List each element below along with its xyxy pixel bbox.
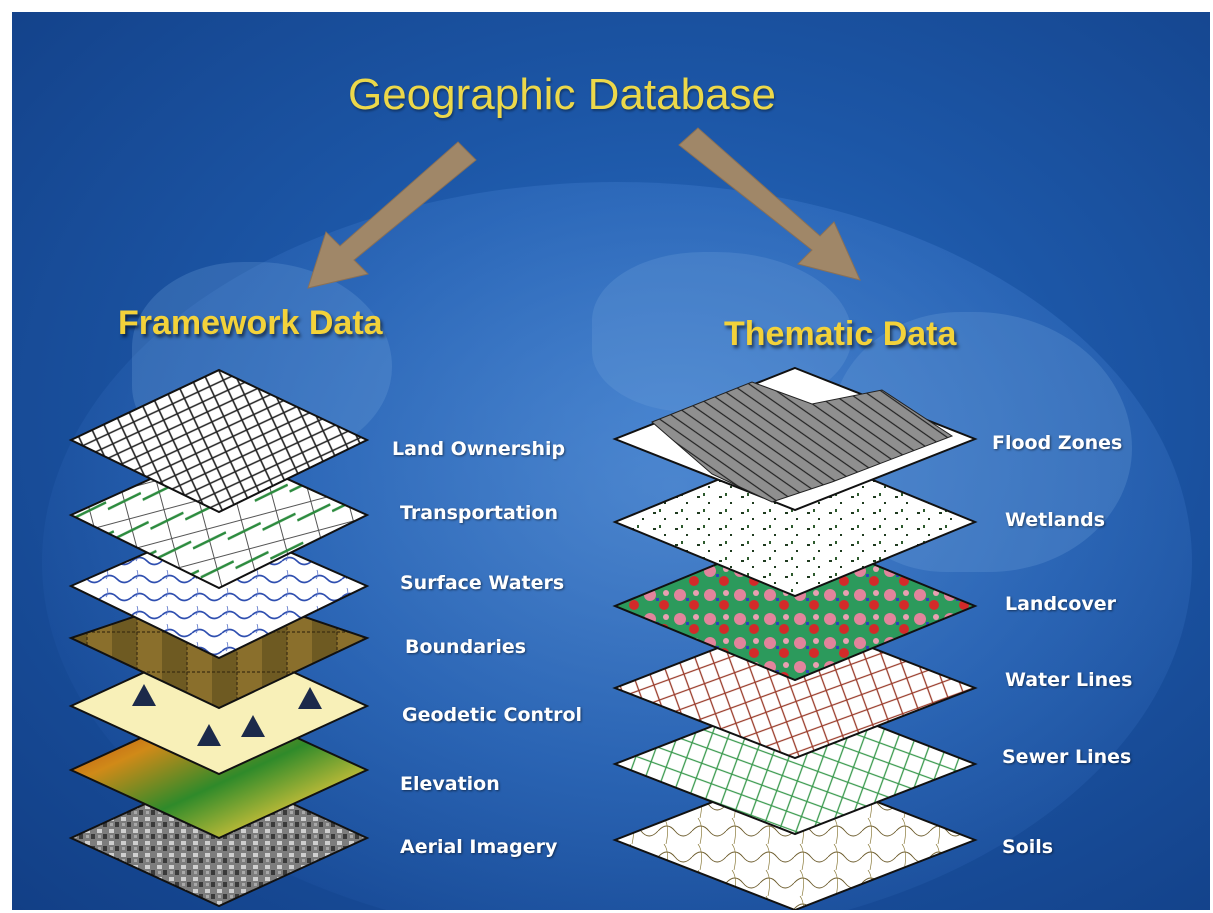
layer-sewer-lines: [612, 692, 978, 836]
arrow-to-framework: [307, 141, 477, 289]
geodetic-marker-icon: [241, 715, 265, 737]
layer-land-ownership: [68, 368, 370, 514]
layer-water-lines: [612, 616, 978, 760]
layer-landcover: [612, 530, 978, 682]
framework-heading: Framework Data: [118, 304, 383, 342]
diagram-title: Geographic Database: [347, 70, 777, 119]
geodetic-marker-icon: [132, 684, 156, 706]
arrow-to-thematic: [678, 127, 861, 281]
layer-surface-waters: [68, 519, 370, 660]
label-land-ownership: Land Ownership: [392, 438, 566, 460]
label-geodetic-control: Geodetic Control: [402, 704, 583, 726]
thematic-heading: Thematic Data: [724, 315, 957, 353]
label-boundaries: Boundaries: [405, 636, 527, 658]
arrows: [307, 127, 861, 289]
label-water-lines: Water Lines: [1005, 669, 1133, 691]
layer-flood-zones: [612, 366, 978, 512]
label-flood-zones: Flood Zones: [992, 432, 1123, 454]
label-landcover: Landcover: [1005, 593, 1117, 615]
framework-stack: [68, 368, 370, 908]
label-elevation: Elevation: [400, 773, 500, 795]
label-soils: Soils: [1002, 836, 1054, 858]
layer-wetlands: [612, 446, 978, 598]
label-transportation: Transportation: [400, 502, 559, 524]
geodetic-marker-icon: [298, 687, 322, 709]
layer-transportation: [68, 446, 370, 590]
slide: Geographic Database Framework Data Thema…: [12, 12, 1210, 910]
label-aerial-imagery: Aerial Imagery: [400, 836, 558, 858]
label-surface-waters: Surface Waters: [400, 572, 565, 594]
layer-soils: [612, 768, 978, 910]
layer-stacks: [68, 366, 978, 910]
label-sewer-lines: Sewer Lines: [1002, 746, 1132, 768]
label-wetlands: Wetlands: [1005, 509, 1106, 531]
geodetic-marker-icon: [197, 724, 221, 746]
thematic-stack: [612, 366, 978, 910]
